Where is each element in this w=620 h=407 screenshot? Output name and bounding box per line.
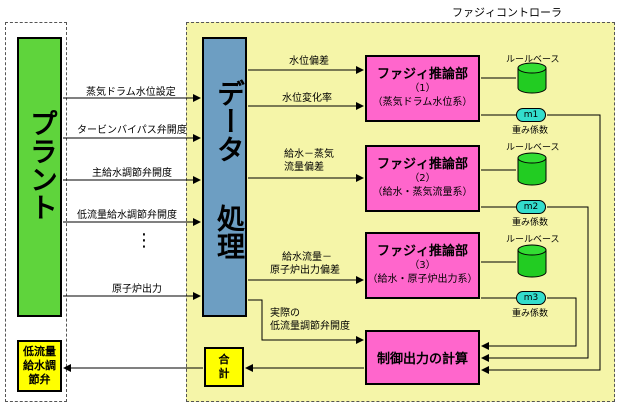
rulebase-label-2: ルールベース (506, 143, 560, 153)
fuzzy-engine-3-number: （3） (409, 259, 436, 271)
input-feed-reactor-line1: 給水流量－ (282, 252, 332, 263)
rulebase-cylinder-2 (517, 152, 547, 186)
weight-badge-m2: m2 (516, 200, 546, 214)
input-actual-line1: 実際の (270, 308, 300, 319)
fuzzy-engine-2: ファジィ推論部 （2） （給水・蒸気流量系） (365, 145, 480, 212)
fuzzy-engine-1-number: （1） (409, 82, 436, 94)
controller-title: ファジィコントローラ (452, 6, 562, 19)
weight-label-1: 重み係数 (512, 126, 549, 136)
sum-line1: 合 (218, 353, 230, 366)
feedback-m3 (481, 297, 577, 350)
sum-box: 合 計 (204, 347, 244, 387)
fuzzy-engine-3-system: （給水・原子炉出力系） (367, 273, 478, 285)
signal-turbine-bypass: タービンバイパス弁開度 (77, 125, 187, 136)
control-output-box: 制御出力の計算 (365, 330, 480, 385)
signal-drum-level-setpoint: 蒸気ドラム水位設定 (86, 87, 176, 98)
valve-line1: 低流量 (23, 345, 56, 358)
rulebase-label-3: ルールベース (506, 235, 560, 245)
arrow-actual-valve (248, 299, 364, 344)
weight-badge-m1: m1 (516, 108, 546, 122)
fuzzy-engine-3-title: ファジィ推論部 (376, 243, 468, 259)
weight-label-3: 重み係数 (512, 309, 549, 319)
data-processing-line2: 処理 (213, 204, 246, 260)
weight-badge-m3: m3 (516, 291, 546, 305)
input-water-deviation: 水位偏差 (289, 56, 329, 67)
input-feed-reactor-line2: 原子炉出力偏差 (270, 265, 340, 276)
data-processing-line1: データ (213, 79, 246, 163)
signal-low-flow-valve: 低流量給水調節弁開度 (77, 210, 177, 221)
input-water-rate: 水位変化率 (282, 93, 332, 104)
plant-box: プラント (17, 37, 62, 317)
signal-reactor-power: 原子炉出力 (112, 284, 162, 295)
data-processing-box: データ 処理 (202, 37, 247, 317)
rulebase-label-1: ルールベース (506, 55, 560, 65)
input-actual-line2: 低流量調節弁開度 (270, 321, 350, 332)
signal-main-feed-valve: 主給水調節弁開度 (92, 168, 172, 179)
valve-line2: 給水調 (23, 359, 56, 372)
fuzzy-engine-1: ファジィ推論部 （1） （蒸気ドラム水位系） (365, 55, 480, 122)
fuzzy-engine-2-title: ファジィ推論部 (376, 156, 468, 172)
fuzzy-engine-3: ファジィ推論部 （3） （給水・原子炉出力系） (365, 232, 480, 299)
input-feed-steam-line1: 給水－蒸気 (284, 149, 334, 160)
weight-label-2: 重み係数 (512, 218, 549, 228)
low-flow-valve-box: 低流量 給水調 節弁 (17, 340, 62, 392)
rulebase-cylinder-1 (517, 62, 547, 94)
fuzzy-engine-2-system: （給水・蒸気流量系） (372, 186, 473, 198)
fuzzy-engine-2-number: （2） (409, 172, 436, 184)
sum-line2: 計 (218, 367, 230, 380)
rulebase-cylinder-3 (517, 244, 547, 278)
feedback-m2 (481, 206, 589, 362)
fuzzy-engine-1-system: （蒸気ドラム水位系） (372, 96, 473, 108)
control-output-label: 制御出力の計算 (376, 352, 468, 367)
valve-line3: 節弁 (28, 373, 51, 386)
fuzzy-engine-1-title: ファジィ推論部 (376, 66, 468, 82)
plant-label: プラント (26, 109, 59, 221)
feedback-m1 (481, 114, 601, 374)
plant-region (5, 22, 67, 402)
input-feed-steam-line2: 流量偏差 (284, 162, 324, 173)
signal-ellipsis: ⋮ (135, 230, 153, 251)
